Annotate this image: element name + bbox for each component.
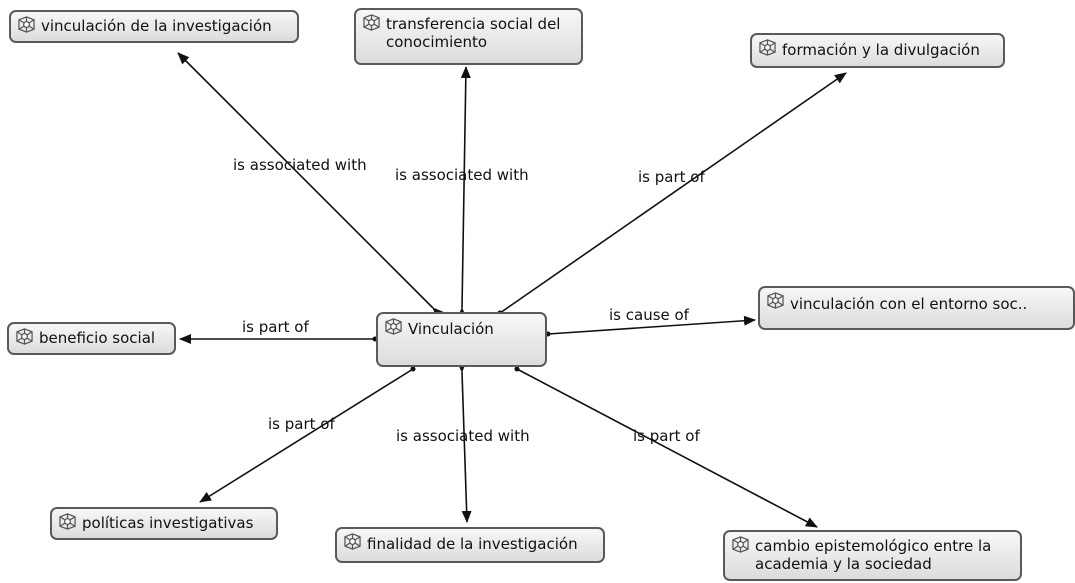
concept-node-icon [363, 14, 380, 31]
edge-transferencia [456, 66, 471, 320]
edge-entorno [545, 315, 756, 337]
node-entorno[interactable]: vinculación con el entorno soc.. [758, 286, 1075, 330]
edge-formacion [497, 72, 847, 316]
concept-node-icon [759, 39, 776, 56]
concept-node-icon [16, 328, 33, 345]
node-formacion[interactable]: formación y la divulgación [750, 33, 1005, 68]
node-label: políticas investigativas [82, 514, 254, 532]
node-label: vinculación con el entorno soc.. [790, 295, 1028, 313]
node-transferencia[interactable]: transferencia social del conocimiento [354, 8, 583, 65]
node-label: finalidad de la investigación [367, 535, 578, 553]
concept-node-icon [59, 513, 76, 530]
edge-cambio [514, 366, 818, 528]
concept-node-icon [732, 536, 749, 553]
node-beneficio[interactable]: beneficio social [7, 322, 176, 355]
node-politicas[interactable]: políticas investigativas [50, 507, 278, 540]
node-label: Vinculación [408, 320, 494, 338]
node-label: transferencia social del conocimiento [386, 15, 561, 51]
node-vinculacion[interactable]: Vinculación [376, 312, 547, 367]
node-vinculacion-investigacion[interactable]: vinculación de la investigación [9, 10, 299, 43]
edge-politicas [199, 366, 416, 503]
concept-node-icon [385, 318, 402, 335]
node-label: vinculación de la investigación [41, 17, 272, 35]
node-label: beneficio social [39, 329, 156, 347]
edge-vinculacion-investigacion [177, 52, 445, 320]
concept-node-icon [18, 16, 35, 33]
edge-finalidad [456, 360, 472, 523]
node-label: formación y la divulgación [782, 41, 980, 59]
node-label: cambio epistemológico entre la academia … [755, 537, 992, 573]
node-finalidad[interactable]: finalidad de la investigación [335, 527, 605, 563]
concept-node-icon [344, 533, 361, 550]
node-cambio[interactable]: cambio epistemológico entre la academia … [723, 530, 1022, 581]
concept-node-icon [767, 292, 784, 309]
